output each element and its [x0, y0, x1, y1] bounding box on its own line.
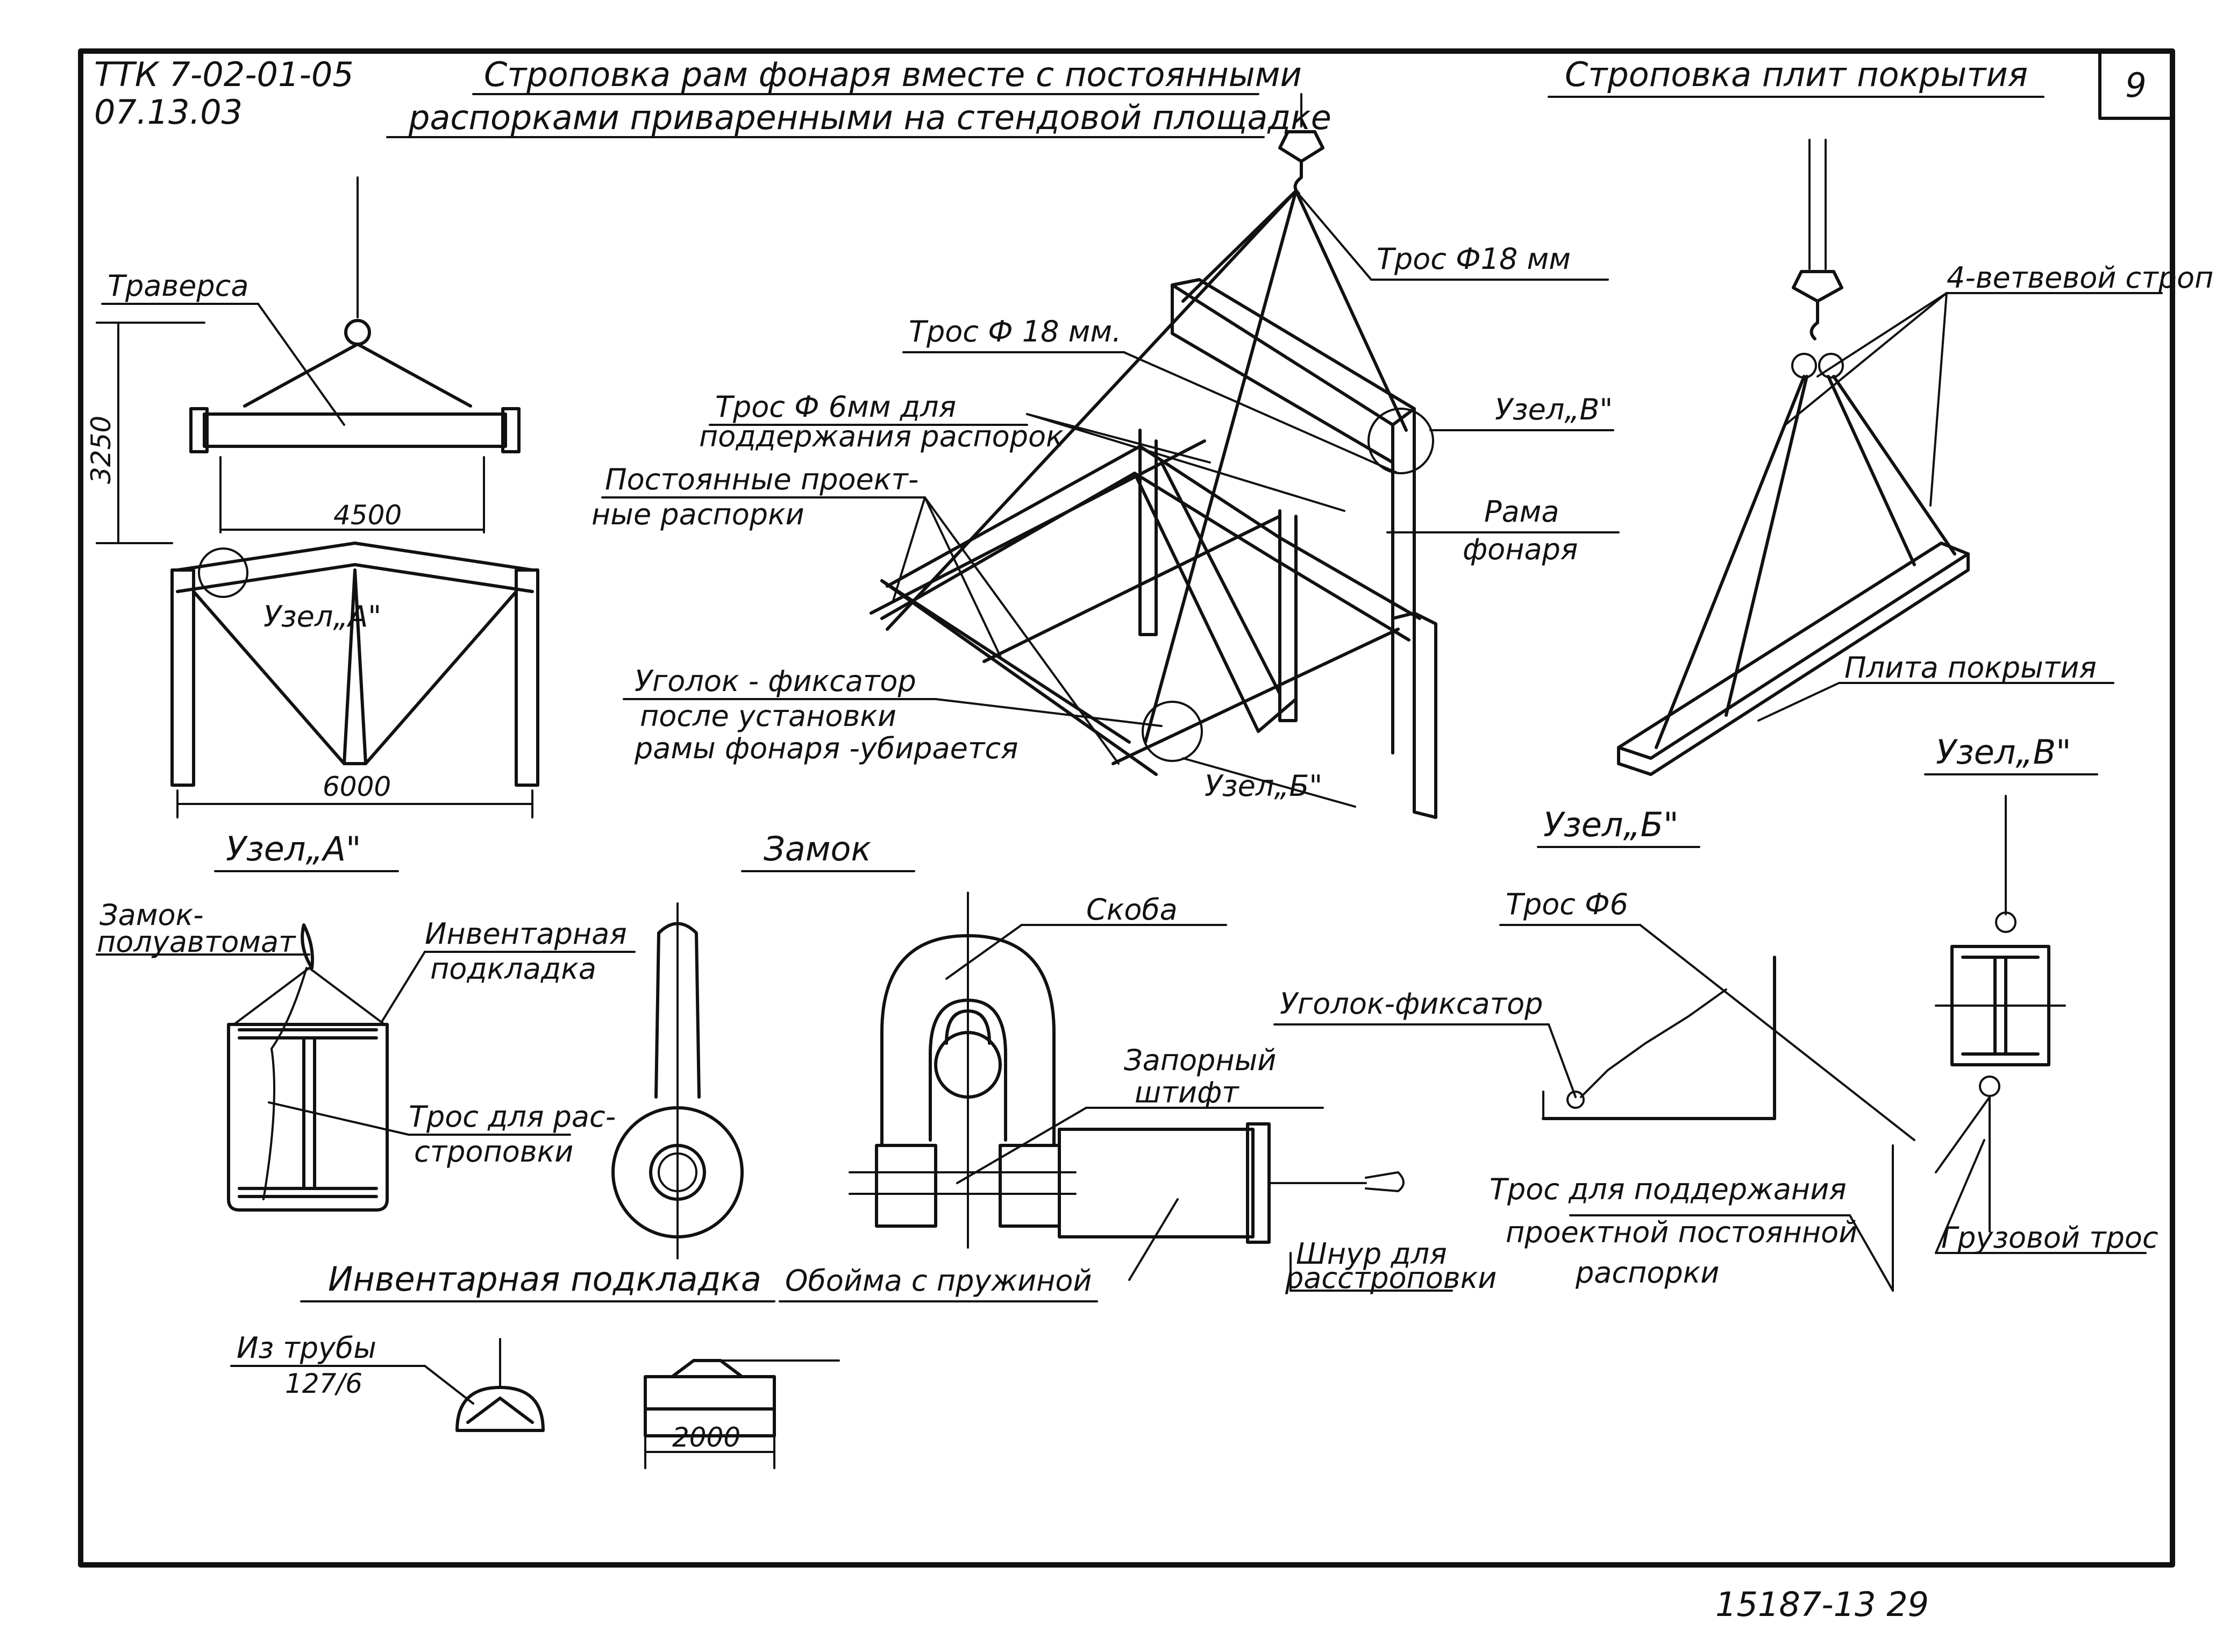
label-permanent-line1: Постоянные проект-	[605, 462, 918, 496]
label-permanent-line2: ные распорки	[592, 497, 804, 531]
label-cord2: расстроповки	[1285, 1261, 1497, 1295]
label-cable-6-line1: Трос Ф 6мм для	[715, 390, 956, 424]
label-lock: Замок-	[99, 898, 204, 932]
label-load-cable: Грузовой трос	[1941, 1221, 2158, 1255]
label-frame-line2: фонаря	[1463, 532, 1578, 566]
title-lock: Замок	[764, 829, 871, 868]
label-pin: Запорный	[1124, 1043, 1276, 1077]
doc-code: ТТК 7-02-01-05	[94, 55, 354, 94]
label-node-a-cable2: строповки	[414, 1135, 573, 1169]
label-fixer-line3: рамы фонаря -убирается	[634, 731, 1018, 765]
lock-detail-drawing	[230, 892, 1453, 1469]
title-slabs: Строповка плит покрытия	[1565, 55, 2028, 94]
label-node-b-ref: Узел„Б"	[1205, 769, 1322, 803]
label-pad2: подкладка	[430, 952, 596, 986]
doc-date: 07.13.03	[94, 92, 243, 132]
label-pad-caption: Инвентарная подкладка	[328, 1259, 761, 1299]
label-shackle: Скоба	[1086, 893, 1178, 927]
node-b-detail-drawing	[1273, 924, 1915, 1292]
label-support-line3: распорки	[1575, 1256, 1719, 1290]
title-lantern-line2: распорками приваренными на стендовой пло…	[408, 98, 1331, 137]
lantern-frame-drawing	[601, 93, 1620, 819]
slab-lifting-drawing	[1617, 139, 2163, 776]
title-node-a: Узел„А"	[226, 829, 361, 868]
label-traverse: Траверса	[108, 269, 248, 303]
sheet-number: 9	[2125, 66, 2146, 105]
label-fixer-line1: Уголок - фиксатор	[635, 664, 916, 698]
label-cable-18-b: Трос Ф 18 мм.	[909, 315, 1121, 348]
label-node-a-cable: Трос для рас-	[409, 1100, 616, 1134]
label-cable6: Трос Ф6	[1506, 887, 1628, 921]
label-cable-18-a: Трос Ф18 мм	[1377, 242, 1571, 276]
label-pin2: штифт	[1135, 1076, 1239, 1109]
dim-span-top: 4500	[333, 500, 402, 531]
label-fixer-line2: после установки	[640, 699, 896, 733]
label-node-b-fixer: Уголок-фиксатор	[1280, 987, 1543, 1021]
label-cable-6-line2: поддержания распорок	[699, 419, 1064, 453]
label-slab: Плита покрытия	[1844, 651, 2097, 685]
title-node-v: Узел„В"	[1936, 732, 2071, 772]
node-a-detail-drawing	[96, 923, 636, 1212]
label-frame-line1: Рама	[1484, 495, 1559, 529]
label-lock2: полуавтомат	[97, 925, 296, 959]
title-lantern-line1: Строповка рам фонаря вместе с постоянным…	[484, 55, 1302, 94]
label-pipe: Из трубы	[237, 1331, 376, 1365]
dim-pad-length: 2000	[672, 1422, 740, 1453]
frame-lifting-drawing	[96, 176, 539, 818]
node-v-detail-drawing	[1935, 795, 2147, 1254]
label-pad: Инвентарная	[425, 917, 627, 951]
label-support-line2: проектной постоянной	[1506, 1215, 1857, 1249]
label-spring-caption: Обойма с пружиной	[785, 1264, 1092, 1298]
label-pipe-size: 127/6	[285, 1368, 362, 1399]
footer-code: 15187-13 29	[1715, 1585, 1929, 1624]
label-node-a-ref: Узел„А"	[263, 600, 381, 633]
label-node-v-ref: Узел„В"	[1495, 393, 1613, 426]
label-support-line1: Трос для поддержания	[1490, 1172, 1847, 1206]
label-four-leg-sling: 4-ветвевой строп	[1947, 261, 2213, 295]
sheet-frame	[78, 48, 2175, 1568]
dim-height: 3250	[86, 416, 117, 484]
dim-span-bottom: 6000	[323, 771, 391, 802]
title-node-b: Узел„Б"	[1543, 805, 1679, 844]
label-cord: Шнур для	[1296, 1237, 1447, 1271]
